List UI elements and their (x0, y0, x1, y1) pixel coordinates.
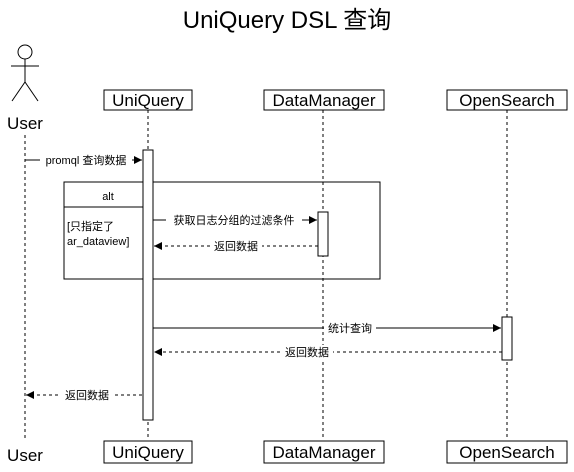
message-label-get-filter: 获取日志分组的过滤条件 (174, 213, 295, 227)
participant-box-uniquery-top (103, 89, 193, 111)
message-label-bg (324, 321, 376, 335)
diagram-title: UniQuery DSL 查询 (183, 7, 392, 34)
participant-label-uniquery-bottom: UniQuery (112, 443, 184, 462)
activation-opensearch (501, 316, 513, 361)
participant-box-datamanager-top (263, 89, 385, 111)
participant-box-uniquery-bottom (103, 440, 193, 464)
message-label-bg (166, 213, 302, 227)
user-actor-icon (11, 44, 39, 102)
message-label-bg (60, 388, 114, 402)
actor-label-top: User (7, 114, 43, 133)
alt-operator-label: alt (102, 191, 114, 203)
message-label-return-1: 返回数据 (214, 239, 258, 253)
participant-label-opensearch-bottom: OpenSearch (459, 443, 554, 462)
alt-guard-line2: ar_dataview] (67, 236, 129, 248)
message-label-bg (281, 345, 333, 359)
alt-guard-line1: [只指定了 (67, 219, 114, 233)
message-label-promql: promql 查询数据 (46, 153, 127, 167)
participant-label-datamanager-top: DataManager (272, 91, 375, 110)
activation-datamanager (317, 211, 329, 257)
participant-box-opensearch-bottom (446, 440, 568, 464)
participant-label-uniquery-top: UniQuery (112, 91, 184, 110)
message-label-bg (40, 153, 132, 167)
actor-label-bottom: User (7, 446, 43, 465)
message-label-return-2: 返回数据 (285, 345, 329, 359)
activation-uniquery (142, 149, 154, 421)
participant-box-datamanager-bottom (263, 440, 385, 464)
participant-box-opensearch-top (446, 89, 568, 111)
participant-label-datamanager-bottom: DataManager (272, 443, 375, 462)
message-label-stat-query: 统计查询 (328, 321, 372, 335)
message-label-bg (210, 239, 262, 253)
message-label-return-3: 返回数据 (65, 388, 109, 402)
alt-fragment (63, 181, 381, 280)
participant-label-opensearch-top: OpenSearch (459, 91, 554, 110)
